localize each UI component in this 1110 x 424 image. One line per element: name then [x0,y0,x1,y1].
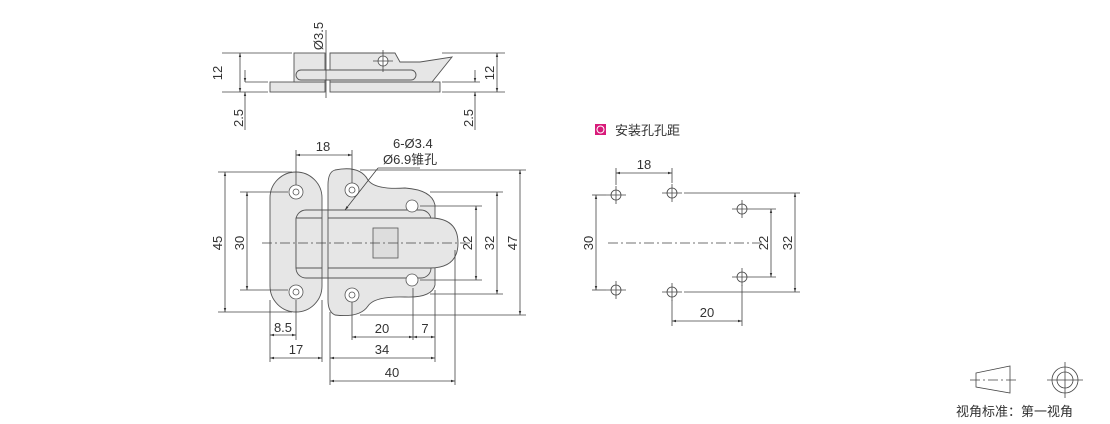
dim-top-height-right: 12 [482,66,497,80]
dim-width-34: 34 [375,342,389,357]
dim-width-40: 40 [385,365,399,380]
dim-width-17: 17 [289,342,303,357]
hole-pattern-title: 安装孔孔距 [615,123,680,138]
legend-marker [595,124,606,135]
projection-label: 视角标准：第一视角 [956,404,1073,419]
front-view: 18 6-Ø3.4 Ø6.9锥孔 45 30 22 32 47 8.5 17 2… [210,136,526,385]
dim-overall-height-right: 47 [505,236,520,250]
dim-hole-pitch-left: 30 [232,236,247,250]
hole-note-count: 6-Ø3.4 [393,136,433,151]
dim-pin-diameter: Ø3.5 [311,22,326,50]
first-angle-projection-symbol: 视角标准：第一视角 [956,362,1083,419]
hp-dim-18: 18 [637,157,651,172]
hole-note-countersink: Ø6.9锥孔 [383,152,437,167]
hp-dim-20: 20 [700,305,714,320]
hole-pattern: 安装孔孔距 18 30 22 32 20 [581,123,800,326]
dim-hole-pitch-32: 32 [482,236,497,250]
hp-dim-30: 30 [581,236,596,250]
dim-top-plate-right: 2.5 [461,109,476,127]
dim-offset-7: 7 [421,321,428,336]
dim-pitch-20: 20 [375,321,389,336]
dim-edge-8-5: 8.5 [274,320,292,335]
hp-dim-22: 22 [756,236,771,250]
top-view: 12 2.5 12 2.5 Ø3.5 [210,22,505,130]
dim-top-height-left: 12 [210,66,225,80]
dim-hole-pitch-top: 18 [316,139,330,154]
mounting-holes [288,182,419,303]
dim-top-plate-left: 2.5 [231,109,246,127]
hp-dim-32: 32 [780,236,795,250]
dim-overall-height-left: 45 [210,236,225,250]
dim-hole-pitch-22: 22 [460,236,475,250]
